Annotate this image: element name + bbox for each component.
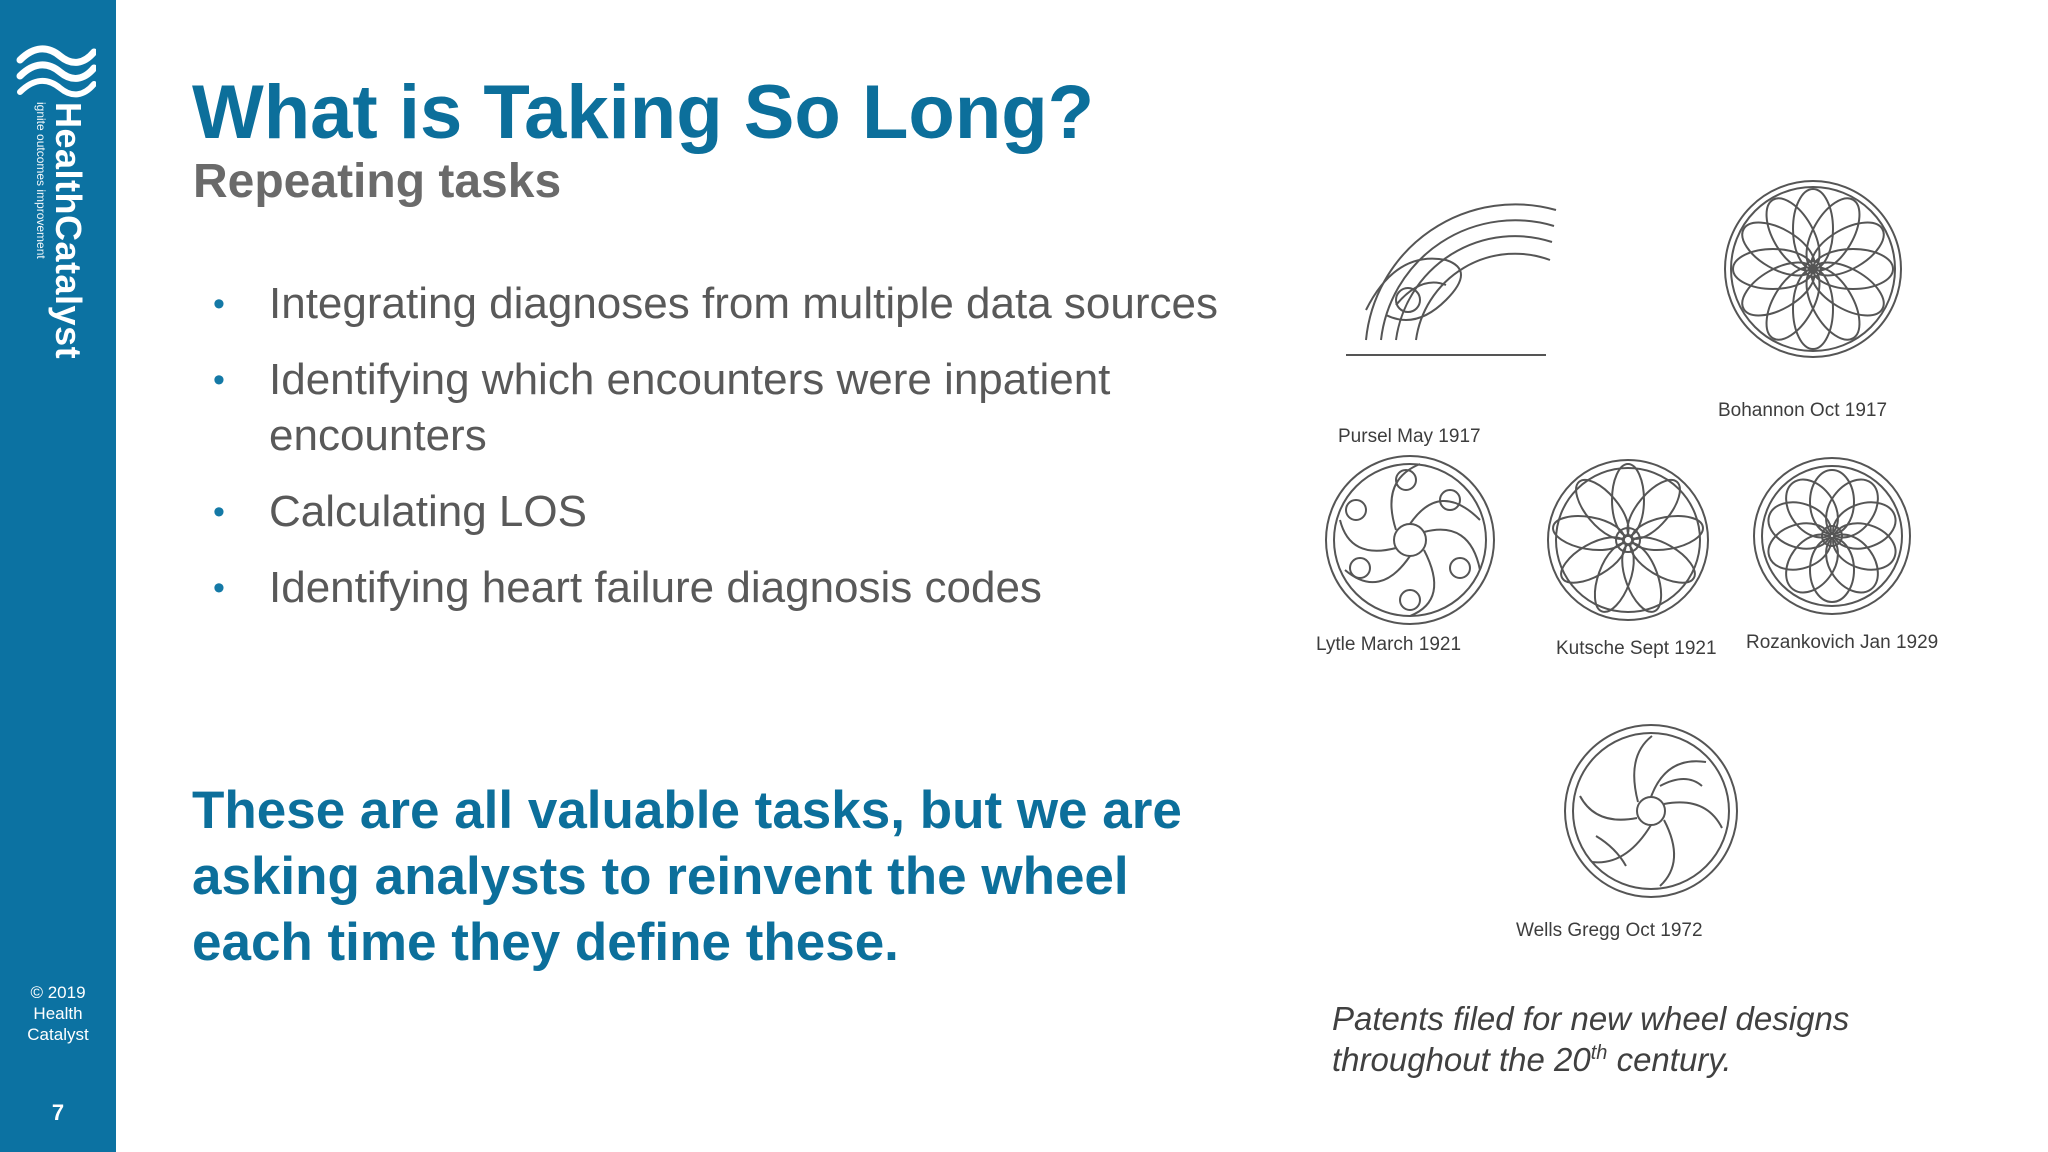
- brand-wordmark: HealthCatalyst ignite outcomes improveme…: [34, 102, 89, 360]
- page-number: 7: [51, 1100, 65, 1125]
- wheel-drawing-rozankovich: Rozankovich Jan 1929: [1746, 452, 1938, 653]
- wheel-drawing-lytle: Lytle March 1921: [1316, 450, 1500, 655]
- bullet-text: Identifying which encounters were inpati…: [269, 355, 1111, 460]
- patent-label: Rozankovich Jan 1929: [1746, 632, 1939, 653]
- callout-text: These are all valuable tasks, but we are…: [192, 781, 1182, 972]
- bullet-dot-icon: •: [213, 285, 225, 323]
- copyright-line: © 2019: [30, 983, 86, 1002]
- wheel-drawing-pursel: Pursel May 1917: [1326, 190, 1566, 447]
- bohannon-wheel-icon: [1724, 180, 1902, 358]
- health-catalyst-logo-icon: [16, 45, 96, 98]
- bullet-item: • Calculating LOS: [205, 484, 1235, 540]
- wheel-drawing-wells-gregg: Wells Gregg Oct 1972: [1516, 716, 1746, 941]
- figure-caption: Patents filed for new wheel designs thro…: [1332, 998, 1972, 1080]
- copyright-line: Health: [33, 1004, 83, 1023]
- patent-label: Bohannon Oct 1917: [1718, 400, 1888, 421]
- wells-gregg-wheel-icon: [1564, 724, 1738, 898]
- slide-title: What is Taking So Long?: [192, 70, 1095, 155]
- rozankovich-wheel-icon: [1753, 457, 1911, 615]
- copyright: © 2019 Health Catalyst: [0, 982, 116, 1045]
- bullet-dot-icon: •: [213, 569, 225, 607]
- bullet-item: • Identifying heart failure diagnosis co…: [205, 560, 1235, 616]
- kutsche-wheel-icon: [1547, 459, 1709, 621]
- task-bullet-list: • Integrating diagnoses from multiple da…: [205, 276, 1235, 636]
- brand-tagline: ignite outcomes improvement: [34, 102, 48, 259]
- bullet-item: • Identifying which encounters were inpa…: [205, 352, 1235, 464]
- bullet-item: • Integrating diagnoses from multiple da…: [205, 276, 1235, 332]
- wheel-drawing-kutsche: Kutsche Sept 1921: [1542, 454, 1717, 659]
- wheel-drawing-bohannon: Bohannon Oct 1917: [1718, 174, 1908, 421]
- brand-name: HealthCatalyst: [48, 102, 89, 360]
- patent-label: Wells Gregg Oct 1972: [1516, 920, 1703, 941]
- caption-text-end: century.: [1607, 1041, 1732, 1078]
- bullet-text: Calculating LOS: [269, 487, 587, 536]
- bullet-text: Identifying heart failure diagnosis code…: [269, 563, 1042, 612]
- wheel-patents-figure: Pursel May 1917: [1300, 160, 2000, 980]
- pursel-wheel-icon: [1346, 203, 1557, 356]
- patent-label: Lytle March 1921: [1316, 634, 1462, 655]
- caption-superscript: th: [1590, 1042, 1608, 1064]
- brand-sidebar: HealthCatalyst ignite outcomes improveme…: [0, 0, 116, 1152]
- caption-text: Patents filed for new wheel designs thro…: [1332, 1000, 1850, 1078]
- copyright-line: Catalyst: [27, 1025, 89, 1044]
- bullet-dot-icon: •: [213, 361, 225, 399]
- lytle-wheel-icon: [1325, 455, 1495, 625]
- slide-subtitle: Repeating tasks: [193, 155, 562, 208]
- bullet-dot-icon: •: [213, 493, 225, 531]
- patent-label: Pursel May 1917: [1338, 426, 1481, 447]
- patent-label: Kutsche Sept 1921: [1556, 638, 1717, 659]
- bullet-text: Integrating diagnoses from multiple data…: [269, 279, 1218, 328]
